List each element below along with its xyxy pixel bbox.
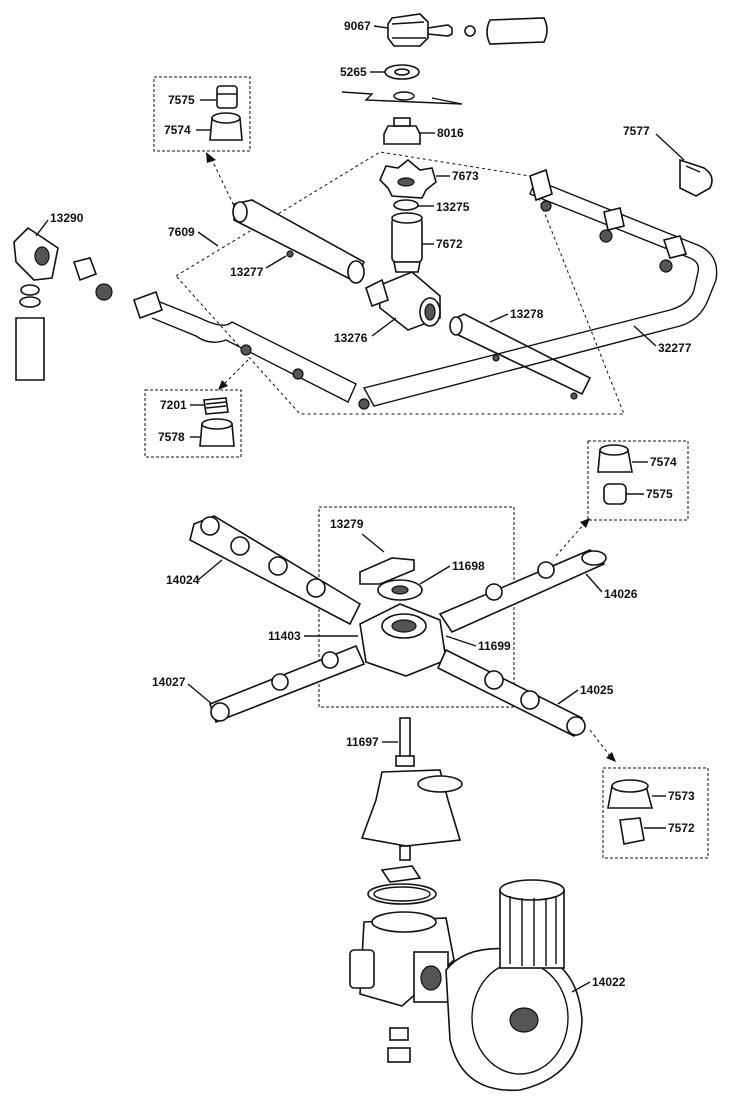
label-13277: 13277 xyxy=(230,265,264,279)
part-11698-washer xyxy=(377,579,423,601)
arrow-up-right xyxy=(580,518,590,528)
part-14025-arm xyxy=(436,648,586,738)
inlet-tube-left xyxy=(132,290,370,410)
part-13279-bracket xyxy=(359,557,415,585)
label-7572: 7572 xyxy=(668,821,695,835)
label-14022: 14022 xyxy=(592,975,626,989)
part-7577-clip xyxy=(679,158,713,197)
label-14026: 14026 xyxy=(604,587,638,601)
part-7672-valve xyxy=(391,212,423,273)
part-8016-fitting xyxy=(383,117,421,145)
label-7577: 7577 xyxy=(623,124,650,138)
part-13276-tee xyxy=(365,271,441,331)
part-7575-nozzle-right xyxy=(603,483,627,505)
part-7578-cap xyxy=(199,418,235,447)
upper-assembly-frame xyxy=(175,151,625,415)
label-8016: 8016 xyxy=(437,126,464,140)
part-13277-arm xyxy=(232,199,366,284)
label-7573: 7573 xyxy=(668,789,695,803)
label-14025: 14025 xyxy=(580,683,614,697)
label-7575-right: 7575 xyxy=(646,487,673,501)
inset-box-7201-7578 xyxy=(144,389,242,458)
part-7574-cap-top xyxy=(209,112,243,141)
inset-box-7574-7575-right xyxy=(587,440,689,521)
part-5265-washer xyxy=(341,64,463,105)
arrow-up-left xyxy=(206,152,216,163)
label-7574-right: 7574 xyxy=(650,455,677,469)
label-11403: 11403 xyxy=(268,629,301,643)
label-14024: 14024 xyxy=(166,573,200,587)
label-7673: 7673 xyxy=(452,169,479,183)
part-13278-arm xyxy=(449,313,592,400)
part-7201-spring xyxy=(203,397,229,415)
part-11699-hub xyxy=(359,603,447,677)
label-13290: 13290 xyxy=(50,211,84,225)
part-7572-nozzle xyxy=(619,817,645,845)
impeller-housing xyxy=(360,769,463,861)
label-11698: 11698 xyxy=(452,559,485,573)
label-7574-top: 7574 xyxy=(164,123,191,137)
inset-box-7575-7574 xyxy=(153,76,251,152)
part-7673-knob xyxy=(379,158,437,199)
part-9067-fitting xyxy=(387,13,548,47)
part-14022-pump-body xyxy=(349,879,583,1092)
arrow-down-right xyxy=(606,752,616,762)
label-7575-top: 7575 xyxy=(168,93,195,107)
label-14027: 14027 xyxy=(152,675,186,689)
part-7574-cap-right xyxy=(597,444,633,473)
label-5265: 5265 xyxy=(340,65,367,79)
part-13290-elbow xyxy=(13,226,113,381)
label-13279: 13279 xyxy=(330,517,364,531)
part-14024-arm xyxy=(189,515,362,626)
label-7201: 7201 xyxy=(160,398,187,412)
label-13278: 13278 xyxy=(510,307,544,321)
label-13275: 13275 xyxy=(436,200,470,214)
label-11699: 11699 xyxy=(478,639,511,653)
part-14026-arm xyxy=(438,549,607,634)
label-7672: 7672 xyxy=(436,237,463,251)
part-13275-washer xyxy=(393,199,419,211)
label-7578: 7578 xyxy=(158,430,185,444)
gasket-rings xyxy=(367,865,437,905)
label-7609: 7609 xyxy=(168,225,195,239)
inset-box-7573-7572 xyxy=(602,767,709,859)
part-14027-arm xyxy=(209,644,366,724)
part-7575-nozzle-top xyxy=(216,85,238,109)
label-9067: 9067 xyxy=(344,19,371,33)
label-11697: 11697 xyxy=(346,735,379,749)
label-13276: 13276 xyxy=(334,331,368,345)
part-7573-cap xyxy=(607,779,654,809)
arrow-down-left xyxy=(218,380,228,390)
label-32277: 32277 xyxy=(658,341,692,355)
part-11697-shaft xyxy=(395,717,415,767)
part-32277-tube-loop xyxy=(362,168,718,407)
